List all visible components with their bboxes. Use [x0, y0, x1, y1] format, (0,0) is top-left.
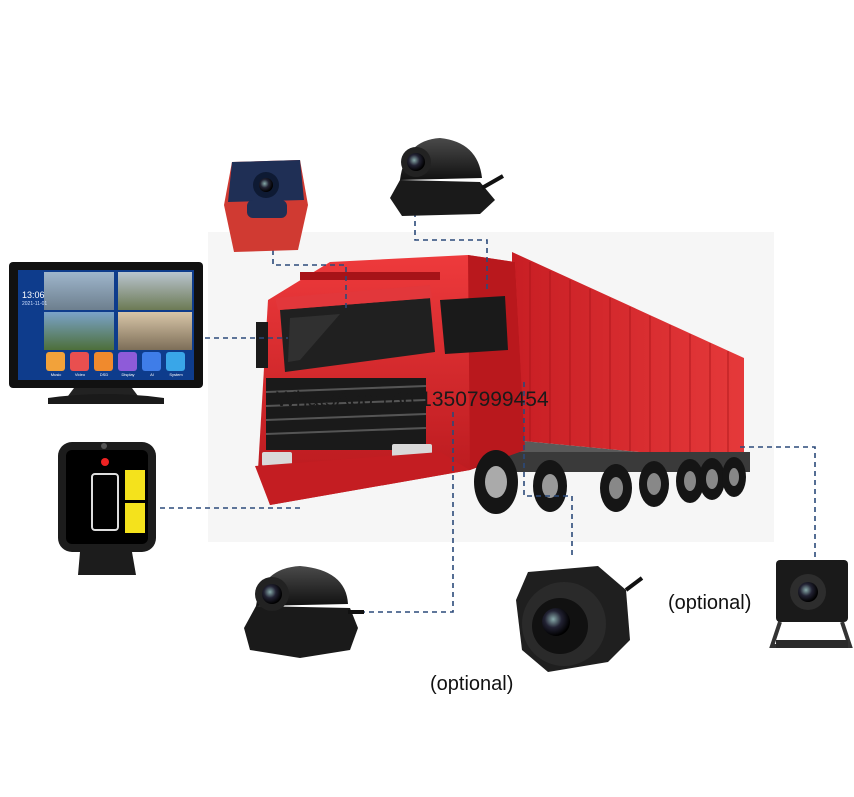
camera-feed-4	[118, 312, 192, 350]
monitor-time: 13:06	[22, 290, 45, 300]
watermark-text: WhatsApp:+86 13507999454	[276, 388, 549, 411]
monitor-screen: 13:06 2021-11-01 Music Video DSD Display AI S…	[18, 270, 194, 380]
monitor-app-icon	[94, 352, 113, 371]
camera-feed-1	[44, 272, 114, 310]
optional-label-right: (optional)	[668, 592, 752, 614]
monitor-app-label: AI	[150, 372, 154, 377]
bsd-display-icon	[58, 442, 156, 575]
dome-camera-top-icon	[390, 138, 504, 216]
monitor-date: 2021-11-01	[22, 301, 48, 307]
right-mirror	[460, 300, 478, 348]
monitor-app-icon	[70, 352, 89, 371]
monitor-app-icon	[118, 352, 137, 371]
monitor-app-label: Video	[74, 372, 86, 377]
fisheye-camera-icon	[516, 566, 644, 672]
truck-grille	[265, 378, 427, 450]
rear-wheels	[600, 457, 746, 512]
monitor-app-label: Display	[121, 372, 135, 377]
monitor-app-icon	[166, 352, 185, 371]
truck-illustration	[255, 252, 750, 514]
monitor-app-label: Music	[50, 372, 62, 377]
optional-label-bottom: (optional)	[430, 673, 514, 695]
left-mirror	[256, 322, 268, 368]
camera-feed-3	[44, 312, 114, 350]
camera-feed-2	[118, 272, 192, 310]
front-camera-icon	[224, 160, 308, 252]
monitor-app-icon	[142, 352, 161, 371]
rear-camera-icon	[769, 560, 853, 648]
side-camera-bottom-icon	[244, 566, 364, 658]
connector-lines	[160, 212, 816, 613]
monitor-app-label: DSD	[99, 372, 109, 377]
monitor-app-label: System	[169, 372, 183, 377]
monitor-app-icon	[46, 352, 65, 371]
